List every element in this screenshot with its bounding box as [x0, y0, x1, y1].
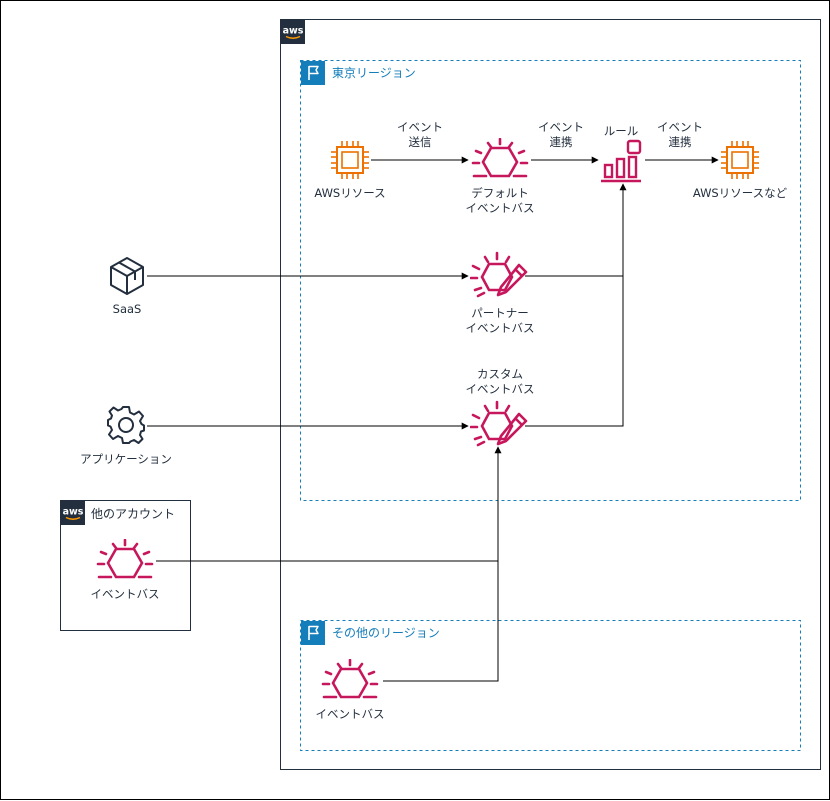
aws-resource-label: AWSリソース [314, 186, 385, 200]
tokyo-region-flag-icon [301, 61, 325, 85]
custom-bus-label-line2: イベントバス [466, 382, 535, 396]
edge-link1-label-line1: イベント [538, 120, 584, 134]
tokyo-region-title: 東京リージョン [332, 66, 416, 80]
custom-bus-node[interactable]: カスタム イベントバス [466, 367, 535, 447]
saas-node[interactable]: SaaS [110, 257, 144, 316]
edge-link1-label-line2: 連携 [550, 135, 573, 149]
edge-send-label-line1: イベント [397, 120, 443, 134]
region-bus-node[interactable]: イベントバス [316, 659, 385, 721]
region-bus-label: イベントバス [316, 707, 385, 721]
partner-bus-node[interactable]: パートナー イベントバス [466, 251, 535, 335]
partner-bus-label-line1: パートナー [471, 306, 529, 320]
connectors [147, 156, 719, 682]
rule-node[interactable]: ルール [600, 124, 643, 183]
rule-label: ルール [604, 124, 639, 138]
default-bus-node[interactable]: デフォルト イベントバス [466, 138, 535, 215]
other-account-group [60, 500, 191, 631]
application-node[interactable]: アプリケーション [80, 406, 172, 466]
edge-link2-label-line1: イベント [657, 120, 703, 134]
aws-cloud-logo-icon [281, 20, 305, 44]
edge-custom-bus-to-rule [525, 276, 624, 427]
other-account-title: 他のアカウント [91, 507, 175, 521]
aws-targets-node[interactable]: AWSリソースなど [693, 140, 788, 200]
other-region-title: その他のリージョン [332, 626, 440, 640]
default-bus-label-line1: デフォルト [471, 186, 529, 200]
other-account-aws-logo-icon [61, 501, 85, 525]
aws-cloud-group [280, 19, 821, 770]
account-bus-label: イベントバス [91, 587, 160, 601]
saas-label: SaaS [113, 302, 142, 316]
application-label: アプリケーション [80, 452, 172, 466]
other-region-flag-icon [301, 621, 325, 645]
edge-region-bus-to-custom-bus [383, 561, 499, 682]
default-bus-label-line2: イベントバス [466, 201, 535, 215]
edge-link2-label-line2: 連携 [669, 135, 692, 149]
tokyo-region-group [300, 60, 801, 501]
account-bus-node[interactable]: イベントバス [91, 539, 160, 601]
aws-targets-label: AWSリソースなど [693, 186, 788, 200]
edge-send-label-line2: 送信 [409, 135, 432, 149]
aws-resource-node[interactable]: AWSリソース [314, 140, 386, 200]
custom-bus-label-line1: カスタム [477, 367, 523, 381]
partner-bus-label-line2: イベントバス [466, 321, 535, 335]
other-region-group [300, 620, 801, 751]
